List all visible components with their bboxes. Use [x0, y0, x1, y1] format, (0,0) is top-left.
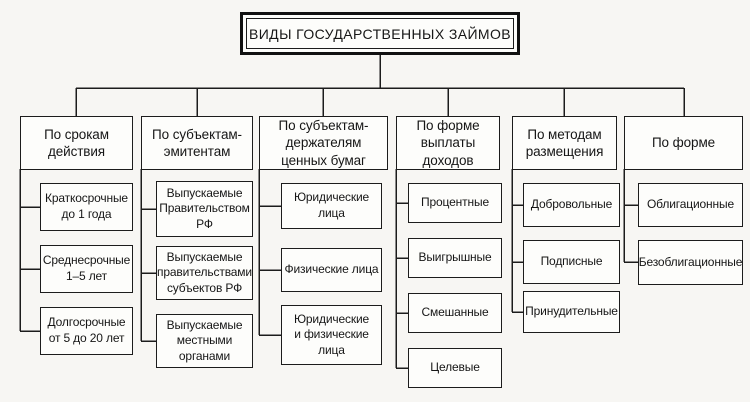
leaf-short-term: Краткосрочные до 1 года [40, 183, 133, 231]
leaf-non-bonded: Безоблигационные [638, 240, 743, 285]
leaf-bonded: Облигационные [638, 183, 743, 227]
leaf-medium-term: Среднесрочные 1–5 лет [40, 245, 133, 293]
root-node-label: ВИДЫ ГОСУДАРСТВЕННЫХ ЗАЙМОВ [246, 18, 514, 49]
category-by-income-payment: По форме выплаты доходов [396, 116, 500, 170]
leaf-regional-governments: Выпускаемые правительствами субъектов РФ [156, 246, 253, 300]
leaf-local-authorities: Выпускаемые местными органами [156, 314, 253, 368]
leaf-targeted: Целевые [408, 348, 502, 388]
leaf-legal-and-individuals: Юридические и физические лица [281, 305, 382, 365]
leaf-long-term: Долгосрочные от 5 до 20 лет [40, 307, 133, 355]
leaf-voluntary: Добровольные [523, 183, 620, 227]
leaf-subscription: Подписные [523, 240, 620, 284]
leaf-individuals: Физические лица [281, 248, 382, 292]
leaf-lottery: Выигрышные [408, 238, 502, 278]
category-by-placement-method: По методам размещения [512, 116, 617, 170]
category-by-form: По форме [624, 116, 743, 170]
category-by-issuer: По субъектам- эмитентам [141, 116, 253, 170]
leaf-federal-government: Выпускаемые Правительством РФ [156, 181, 253, 237]
leaf-interest-bearing: Процентные [408, 183, 502, 223]
leaf-mixed: Смешанные [408, 293, 502, 333]
root-node: ВИДЫ ГОСУДАРСТВЕННЫХ ЗАЙМОВ [240, 12, 520, 55]
category-by-holder: По субъектам- держателям ценных бумаг [259, 116, 388, 170]
leaf-compulsory: Принудительные [523, 291, 620, 333]
category-by-term: По срокам действия [20, 116, 133, 170]
leaf-legal-entities: Юридические лица [281, 183, 382, 229]
